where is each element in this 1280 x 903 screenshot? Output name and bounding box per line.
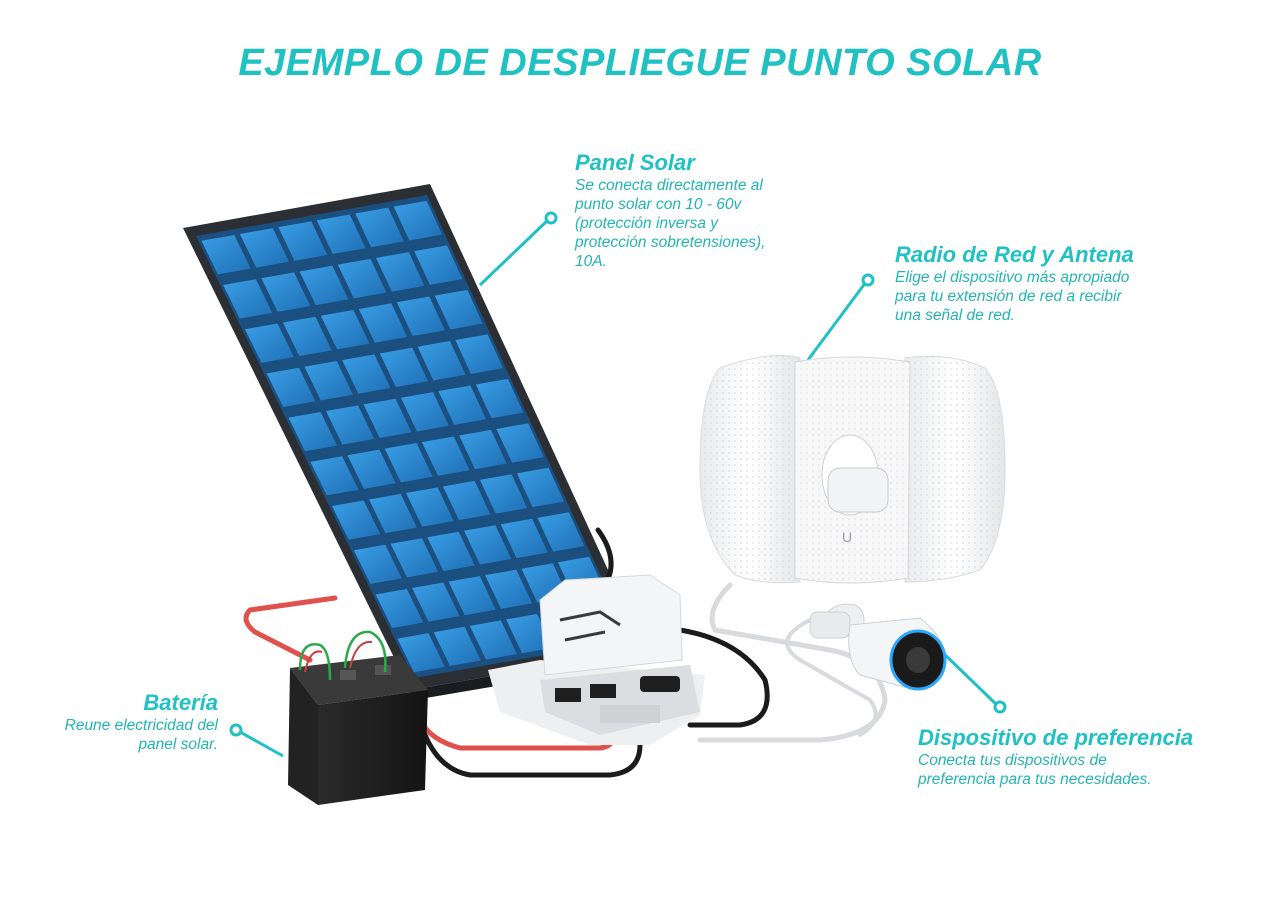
callout-line: protección sobretensiones), [575,234,766,251]
white-cable-camera [785,618,878,737]
solar-cell [427,531,475,571]
callout-line: una señal de red. [895,307,1015,324]
solar-cell [438,385,487,425]
solar-cell [412,582,460,622]
solar-cell [261,272,311,312]
solar-cell [500,518,548,559]
callout-line: Elige el dispositivo más apropiado [895,269,1130,286]
solar-cell [376,252,425,292]
solar-cell [355,207,404,248]
callout-line: 10A. [575,253,607,270]
antenna-dish-icon: U [699,355,1006,584]
callout-battery: Batería Reune electricidad del panel sol… [10,690,218,754]
callout-solar-panel: Panel Solar Se conecta directamente al p… [575,150,825,271]
callout-line: preferencia para tus necesidades. [918,771,1152,788]
solar-cell [353,544,402,584]
solar-cell [239,228,289,268]
solar-cell [414,245,463,285]
battery-leader-dot [229,723,243,737]
solar-cell [304,361,353,401]
solar-cell [516,467,565,508]
svg-text:U: U [842,529,852,545]
solar-cell [278,221,328,261]
battery-icon [288,630,428,805]
callout-line: Reune electricidad del [64,717,218,734]
callout-line: para tu extensión de red a recibir [895,288,1122,305]
solar-cell [375,588,424,629]
solar-cell [244,323,294,363]
solar-cell [310,456,359,496]
solar-cell [448,576,496,616]
controller-box-icon [488,574,705,745]
callout-preferred-device: Dispositivo de preferencia Conecta tus d… [918,725,1258,789]
solar-cell [469,620,517,660]
callout-line: panel solar. [138,736,218,753]
battery-leader-line [239,730,284,758]
radio-leader-dot [861,273,875,287]
device-leader-dot [993,700,1007,714]
solar-cell [479,474,528,514]
solar-cell [496,423,544,463]
solar-cell [358,303,408,343]
panel-leader-line [478,218,550,287]
solar-cell [363,398,412,439]
camera-icon [809,603,947,691]
black-cable-loop [677,627,770,728]
solar-cell [397,633,445,673]
solar-cell [396,296,445,337]
callout-line: Conecta tus dispositivos de [918,752,1107,769]
panel-leader-dot [544,211,558,225]
solar-cell [316,214,366,255]
solar-cell [485,569,533,609]
solar-cell [384,443,433,483]
solar-cell [434,289,483,330]
solar-cell [337,258,387,299]
solar-cell [299,265,349,306]
callout-radio-antenna: Radio de Red y Antena Elige el dispositi… [895,242,1205,325]
solar-cell [464,525,512,565]
solar-cell [417,340,466,381]
callout-heading: Panel Solar [575,150,695,175]
solar-cell [406,487,454,527]
radio-leader-line [806,281,868,361]
solar-cell [266,367,316,408]
page-title: EJEMPLO DE DESPLIEGUE PUNTO SOLAR [238,42,1042,84]
solar-cell [400,392,449,432]
callout-line: punto solar con 10 - 60v [575,196,742,213]
callout-line: (protección inversa y [575,215,719,232]
callout-heading: Radio de Red y Antena [895,242,1134,267]
solar-cell [325,405,375,445]
solar-cell [433,626,481,666]
callout-heading: Batería [143,690,218,715]
solar-cell [282,316,332,357]
solar-cell [320,310,370,350]
callout-line: Se conecta directamente al [575,177,763,194]
solar-cell [455,334,504,374]
callout-heading: Dispositivo de preferencia [918,725,1194,750]
solar-cell [442,480,491,521]
solar-cell [288,411,337,452]
device-leader-line [938,648,999,707]
solar-cell [347,449,396,489]
solar-cell [390,538,439,578]
solar-cell [475,378,524,419]
leader-lines [229,211,1007,758]
solar-cell [332,500,381,540]
solar-cell [223,279,273,319]
black-cable-battery [422,732,643,778]
solar-cell [459,429,507,470]
solar-cell [421,436,470,476]
solar-cell [369,493,417,534]
solar-cell [537,512,585,552]
solar-cell [379,347,429,388]
solar-cell [201,234,251,275]
solar-cell [342,354,391,394]
solar-cell [393,200,443,241]
